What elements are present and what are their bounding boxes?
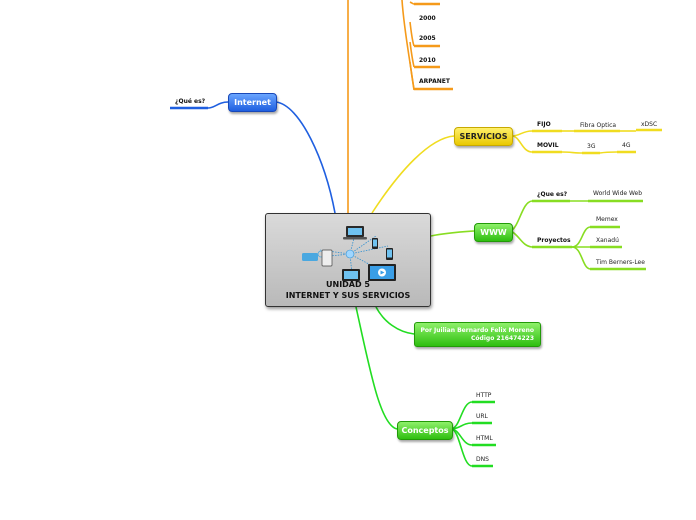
servicios-branch-lines [371, 130, 636, 214]
network-devices-icon [302, 226, 396, 281]
concepto-http[interactable]: HTTP [476, 392, 492, 399]
proyectos-memex[interactable]: Memex [596, 216, 618, 223]
conceptos-node[interactable]: Conceptos [397, 421, 453, 440]
concepto-dns[interactable]: DNS [476, 456, 489, 463]
www-node[interactable]: WWW [474, 223, 513, 242]
author-code: Código 216474223 [471, 335, 534, 342]
history-item-2010[interactable]: 2010 [419, 57, 436, 64]
concepto-url[interactable]: URL [476, 413, 488, 420]
central-title-line1: UNIDAD 5 [326, 280, 370, 289]
fijo-fibra-optica[interactable]: Fibra Optica [580, 122, 617, 129]
servicios-fijo[interactable]: FIJO [537, 121, 551, 128]
history-item-2005[interactable]: 2005 [419, 35, 436, 42]
history-item-arpanet[interactable]: ARPANET [419, 78, 450, 85]
proyectos-xanadu[interactable]: Xanadú [596, 237, 619, 244]
www-proyectos[interactable]: Proyectos [537, 237, 571, 244]
movil-4g[interactable]: 4G [622, 142, 631, 149]
internet-que-es[interactable]: ¿Qué es? [175, 98, 206, 105]
proyectos-tim-berners-lee[interactable]: Tim Berners-Lee [596, 259, 645, 266]
history-underlines [414, 2, 453, 91]
history-item-2000[interactable]: 2000 [419, 15, 436, 22]
servicios-node[interactable]: SERVICIOS [454, 127, 513, 146]
conceptos-underlines [472, 400, 496, 468]
fijo-xdsc[interactable]: xDSC [641, 121, 658, 128]
concepto-html[interactable]: HTML [476, 435, 493, 442]
www-world-wide-web[interactable]: World Wide Web [593, 190, 643, 197]
servicios-underlines [532, 128, 662, 155]
central-title-line2: INTERNET Y SUS SERVICIOS [285, 291, 411, 300]
www-branch-lines [430, 200, 591, 270]
history-branch-lines [347, 0, 415, 213]
internet-node[interactable]: Internet [228, 93, 277, 112]
internet-branch-lines [207, 101, 336, 214]
author-credit-node[interactable]: Por Juilian Bernardo Felix Moreno Código… [414, 322, 541, 347]
central-topic-node[interactable]: UNIDAD 5 INTERNET Y SUS SERVICIOS [265, 213, 431, 307]
movil-3g[interactable]: 3G [587, 143, 596, 150]
www-underlines [532, 199, 646, 271]
author-name: Por Juilian Bernardo Felix Moreno [420, 327, 534, 334]
servicios-movil[interactable]: MOVIL [537, 142, 559, 149]
www-que-es[interactable]: ¿Que es? [537, 191, 568, 198]
conceptos-branch-lines [355, 306, 473, 467]
